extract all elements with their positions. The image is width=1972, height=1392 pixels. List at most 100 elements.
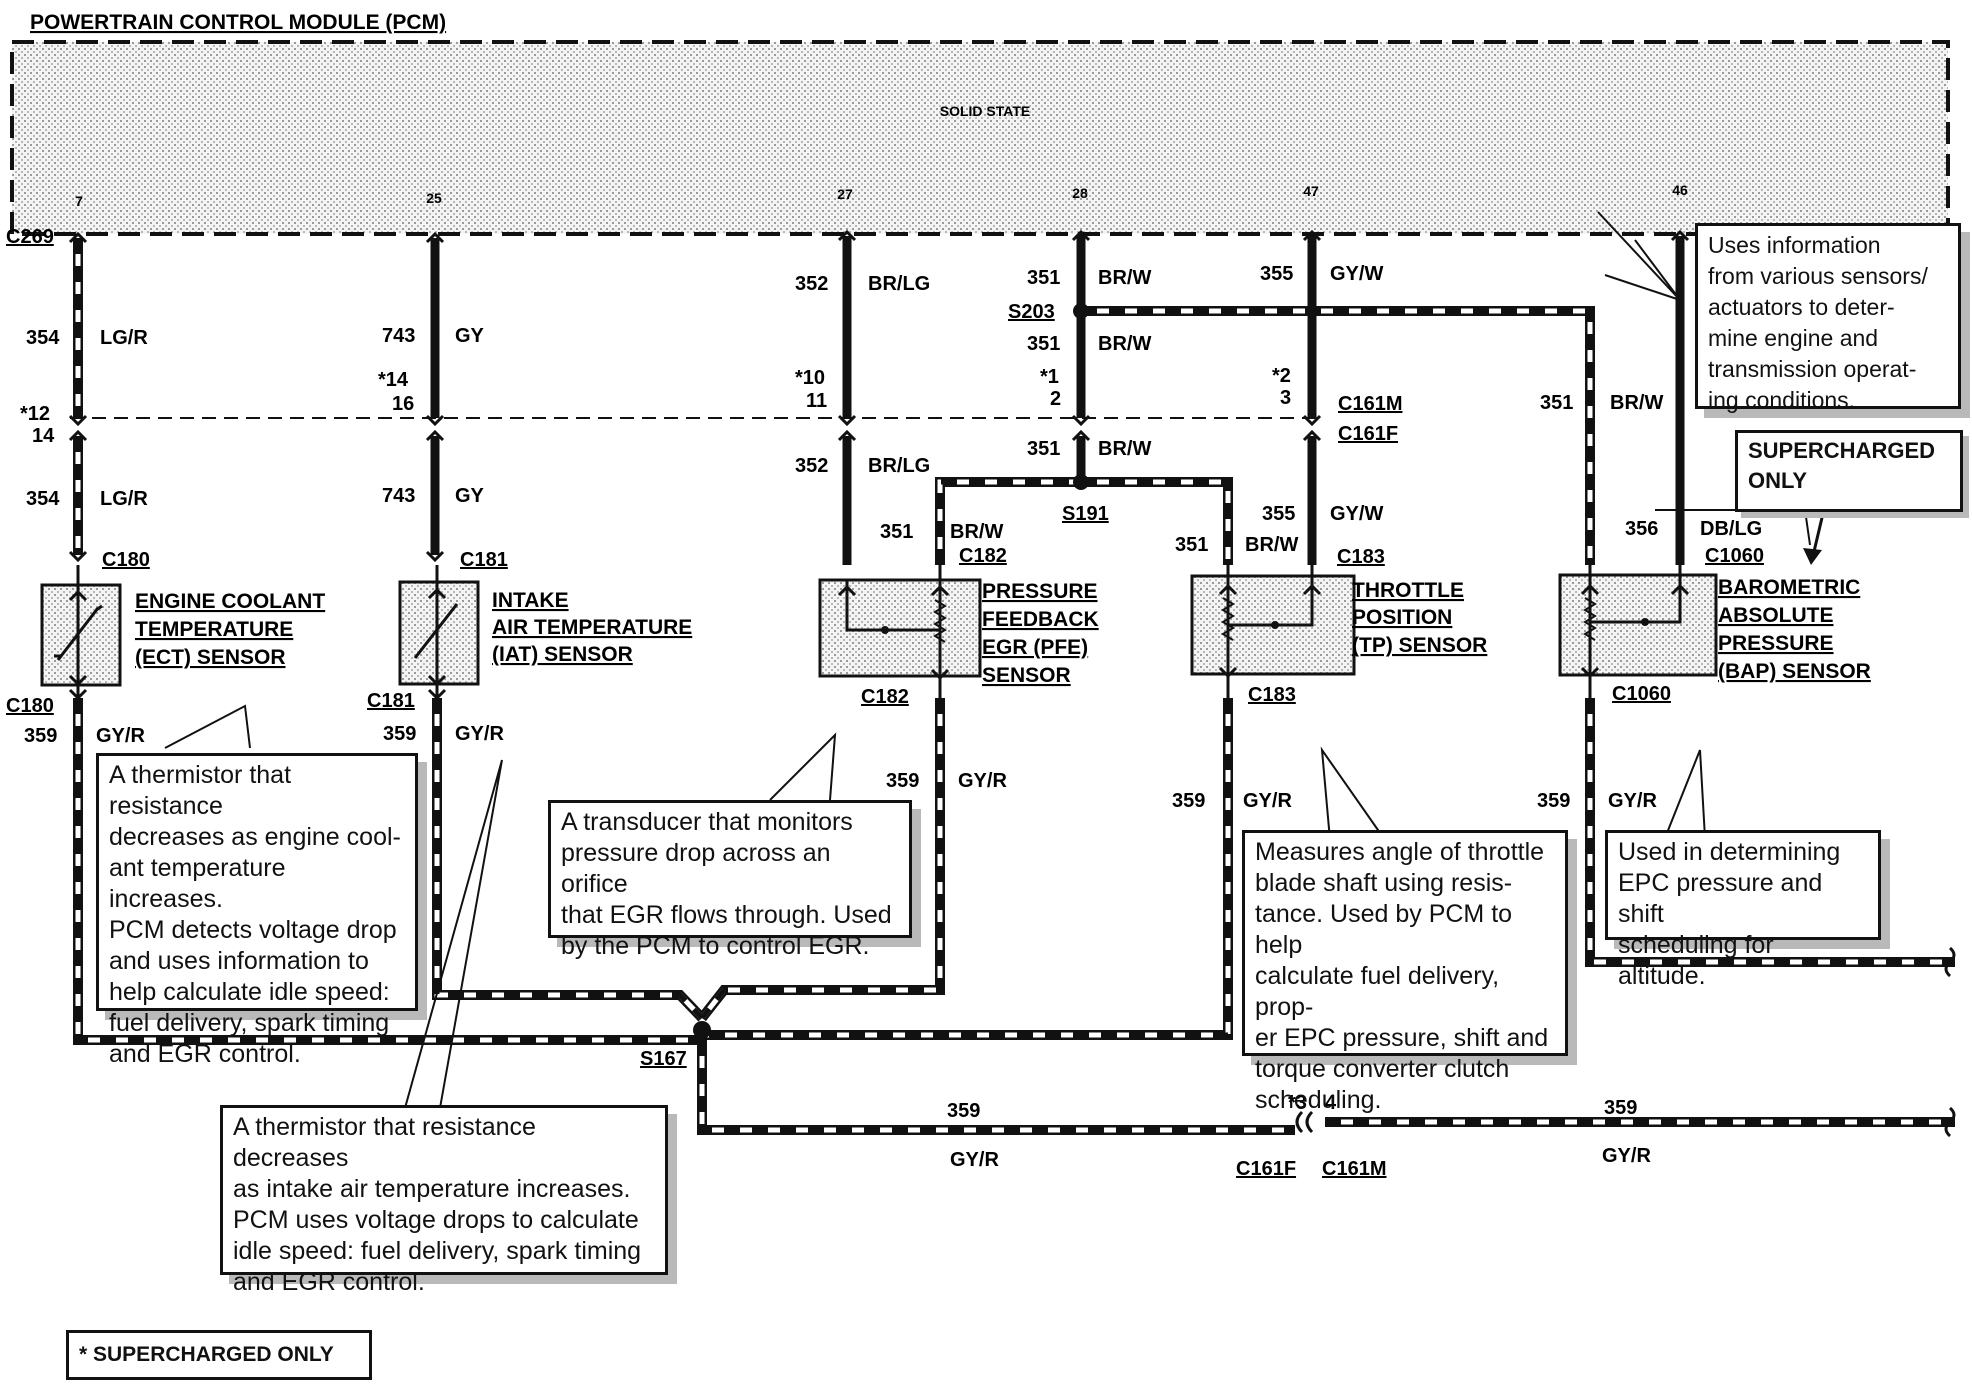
supercharged-arrowhead bbox=[1803, 548, 1822, 565]
wire-color-lgr-a: LG/R bbox=[100, 327, 148, 349]
label-s191: S191 bbox=[1062, 503, 1109, 525]
pfe-name-2: FEEDBACK bbox=[982, 608, 1099, 631]
callout-leaders bbox=[164, 211, 1811, 1109]
wire-color-gyw-b: GY/W bbox=[1330, 503, 1383, 525]
label-c180-bottom: C180 bbox=[6, 695, 54, 717]
label-c161f-lower: C161F bbox=[1236, 1158, 1296, 1180]
wire-num-351-e: 351 bbox=[1175, 534, 1208, 556]
iat-name-1: INTAKE bbox=[492, 589, 569, 612]
wire-num-743-b: 743 bbox=[382, 485, 415, 507]
sensor-bap-box bbox=[1558, 565, 1718, 698]
iat-description-note: A thermistor that resistance decreases a… bbox=[220, 1105, 668, 1296]
pin-star-3: *3 bbox=[1288, 1092, 1307, 1114]
wire-num-359-bap: 359 bbox=[1537, 790, 1570, 812]
sensor-ect-box bbox=[40, 565, 122, 698]
wire-num-354-a: 354 bbox=[26, 327, 60, 349]
pin-14: 14 bbox=[32, 425, 55, 447]
wire-continuation-marks bbox=[1295, 946, 1956, 1138]
pin-11: 11 bbox=[806, 390, 827, 412]
pin-star-10: *10 bbox=[795, 367, 825, 389]
pfe-description-note: A transducer that monitors pressure drop… bbox=[548, 800, 912, 960]
bap-name-1: BAROMETRIC bbox=[1718, 576, 1860, 599]
wire-color-brw-b: BR/W bbox=[1098, 333, 1151, 355]
pin-27: 27 bbox=[837, 186, 853, 202]
sensor-names: ENGINE COOLANT TEMPERATURE (ECT) SENSOR … bbox=[135, 576, 1871, 687]
wire-num-359-ect: 359 bbox=[24, 725, 57, 747]
wire-num-355-b: 355 bbox=[1262, 503, 1295, 525]
label-c182-top: C182 bbox=[959, 545, 1007, 567]
wire-color-brw-d: BR/W bbox=[950, 521, 1003, 543]
wire-num-743-a: 743 bbox=[382, 325, 415, 347]
wire-color-dblg: DB/LG bbox=[1700, 518, 1762, 540]
wire-color-brw-c: BR/W bbox=[1098, 438, 1151, 460]
pin-16: 16 bbox=[392, 393, 414, 415]
pin-7: 7 bbox=[75, 193, 83, 209]
wire-num-351-b: 351 bbox=[1027, 333, 1060, 355]
label-s203: S203 bbox=[1008, 301, 1055, 323]
wire-num-354-b: 354 bbox=[26, 488, 60, 510]
ect-name-2: TEMPERATURE bbox=[135, 618, 293, 641]
pin-4: 4 bbox=[1325, 1092, 1337, 1114]
wire-num-359-bottom-left: 359 bbox=[947, 1100, 980, 1122]
bap-description-note: Used in determining EPC pressure and shi… bbox=[1605, 830, 1881, 990]
splice-s191 bbox=[1073, 474, 1089, 490]
hatched-wires bbox=[73, 238, 1955, 1135]
label-c183-top: C183 bbox=[1337, 546, 1385, 568]
ect-description-note: A thermistor that resistance decreases a… bbox=[96, 753, 418, 1068]
pin-28: 28 bbox=[1072, 185, 1088, 201]
splice-points bbox=[693, 303, 1089, 1039]
wire-color-brw-f: BR/W bbox=[1610, 392, 1663, 414]
sensor-iat-box bbox=[398, 565, 480, 698]
wire-num-359-tp: 359 bbox=[1172, 790, 1205, 812]
connector-labels: C269 C180 C180 C181 C181 C182 C182 C183 … bbox=[6, 226, 1764, 1180]
label-c1060-bottom: C1060 bbox=[1612, 683, 1671, 705]
wire-num-359-iat: 359 bbox=[383, 723, 416, 745]
pin-47: 47 bbox=[1303, 183, 1319, 199]
wire-color-gyr-tp: GY/R bbox=[1243, 790, 1292, 812]
label-c181-top: C181 bbox=[460, 549, 508, 571]
label-c181-bottom: C181 bbox=[367, 690, 415, 712]
pin-star-14: *14 bbox=[378, 369, 409, 391]
tp-name-1: THROTTLE bbox=[1352, 579, 1464, 602]
label-c161m-upper: C161M bbox=[1338, 393, 1402, 415]
tp-name-2: POSITION bbox=[1352, 606, 1452, 629]
ect-name-1: ENGINE COOLANT bbox=[135, 590, 325, 613]
pin-star-2: *2 bbox=[1272, 365, 1291, 387]
pin-star-12: *12 bbox=[20, 403, 50, 425]
wire-num-351-a: 351 bbox=[1027, 267, 1060, 289]
wire-color-gy-b: GY bbox=[455, 485, 485, 507]
label-s167: S167 bbox=[640, 1048, 687, 1070]
wire-color-gyr-bottom-right: GY/R bbox=[1602, 1145, 1651, 1167]
iat-name-3: (IAT) SENSOR bbox=[492, 643, 633, 666]
wire-labels: 354 LG/R 354 LG/R 743 GY 743 GY 352 BR/L… bbox=[24, 263, 1762, 1171]
wire-num-351-d: 351 bbox=[880, 521, 913, 543]
pin-2: 2 bbox=[1050, 388, 1061, 410]
wire-num-352-b: 352 bbox=[795, 455, 828, 477]
bap-name-3: PRESSURE bbox=[1718, 632, 1834, 655]
module-center-label: SOLID STATE bbox=[940, 103, 1030, 119]
wire-num-352-a: 352 bbox=[795, 273, 828, 295]
wire-num-355-a: 355 bbox=[1260, 263, 1293, 285]
wire-num-351-f: 351 bbox=[1540, 392, 1573, 414]
bap-name-2: ABSOLUTE bbox=[1718, 604, 1834, 627]
sensor-tp-box bbox=[1190, 565, 1356, 698]
supercharged-only-tag: SUPERCHARGED ONLY bbox=[1735, 430, 1963, 512]
sensor-pfe-box bbox=[818, 565, 982, 698]
pin-3: 3 bbox=[1280, 387, 1291, 409]
pin-46: 46 bbox=[1672, 182, 1688, 198]
inline-pin-labels: *12 14 *14 16 *10 11 *1 2 *2 3 *3 4 bbox=[20, 365, 1337, 1114]
iat-name-2: AIR TEMPERATURE bbox=[492, 616, 692, 639]
wire-color-gyr-bottom-left: GY/R bbox=[950, 1149, 999, 1171]
label-c161m-lower: C161M bbox=[1322, 1158, 1386, 1180]
tp-name-3: (TP) SENSOR bbox=[1352, 634, 1487, 657]
wire-color-gyr-bap: GY/R bbox=[1608, 790, 1657, 812]
splice-s167 bbox=[693, 1021, 711, 1039]
label-c183-bottom: C183 bbox=[1248, 684, 1296, 706]
wire-num-359-bottom-right: 359 bbox=[1604, 1097, 1637, 1119]
label-c180-top: C180 bbox=[102, 549, 150, 571]
wire-num-356: 356 bbox=[1625, 518, 1658, 540]
wire-num-359-pfe: 359 bbox=[886, 770, 919, 792]
wire-color-lgr-b: LG/R bbox=[100, 488, 148, 510]
wire-num-351-c: 351 bbox=[1027, 438, 1060, 460]
